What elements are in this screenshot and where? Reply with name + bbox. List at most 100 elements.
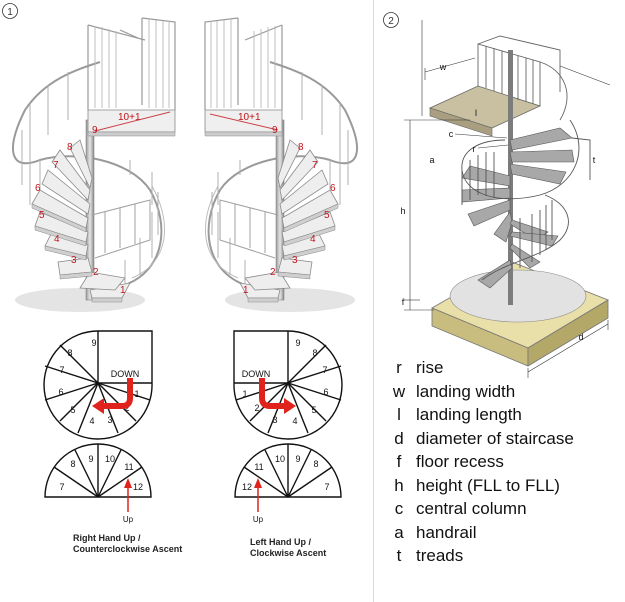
step-label-right: 4: [310, 234, 316, 245]
down-arrow-cw: [259, 378, 284, 409]
step-label-right: 9: [272, 125, 278, 136]
plan-step: 9: [91, 338, 96, 348]
step-label-right: 2: [270, 267, 276, 278]
handrail-left: [12, 61, 163, 286]
landing-label-left: 10+1: [118, 112, 141, 123]
half-step: 7: [59, 482, 64, 492]
legend-text: diameter of staircase: [416, 428, 574, 448]
dim-label-l: l: [475, 108, 477, 118]
step-label-left: 5: [39, 210, 45, 221]
plan-step: 4: [292, 416, 297, 426]
dim-label-c: c: [449, 129, 454, 139]
plan-step: 7: [322, 365, 327, 375]
upper-landing: [428, 85, 542, 129]
step-label-right: 6: [330, 183, 336, 194]
caption-ccw-line1: Right Hand Up /: [73, 533, 141, 543]
legend-symbol: h: [394, 475, 404, 495]
half-step: 10: [275, 454, 285, 464]
plan-step: 8: [312, 348, 317, 358]
down-label-ccw: DOWN: [111, 369, 140, 379]
panel-2-badge: 2: [383, 12, 399, 28]
half-step: 8: [70, 459, 75, 469]
up-label-ccw: Up: [123, 515, 134, 524]
handrail-right: [207, 61, 358, 286]
plan-step: 7: [59, 365, 64, 375]
plan-step: 3: [107, 415, 112, 425]
legend-text: handrail: [416, 522, 477, 542]
step-label-right: 8: [298, 142, 304, 153]
spiral-stair-right: 1 2 3 4 5 6 7 8 9 10+1: [204, 17, 358, 312]
plan-step: 5: [311, 405, 316, 415]
legend-item: d diameter of staircase: [388, 429, 620, 453]
panel-1-badge: 1: [2, 3, 18, 19]
dim-label-f: f: [402, 297, 405, 307]
plan-step: 9: [295, 338, 300, 348]
half-step: 12: [242, 482, 252, 492]
legend-item: f floor recess: [388, 452, 620, 476]
step-label-right: 5: [324, 210, 330, 221]
half-step: 7: [324, 482, 329, 492]
half-step: 10: [105, 454, 115, 464]
caption-counterclockwise: Right Hand Up / Counterclockwise Ascent: [73, 533, 182, 555]
caption-ccw-line2: Counterclockwise Ascent: [73, 544, 183, 554]
plan-step: 2: [254, 403, 259, 413]
down-label-cw: DOWN: [242, 369, 271, 379]
legend-symbol: d: [394, 428, 404, 448]
step-label-left: 2: [93, 267, 99, 278]
legend-text: height (FLL to FLL): [416, 475, 560, 495]
half-plan-cw: [234, 443, 342, 498]
legend-symbol: w: [392, 381, 406, 401]
plan-step: 3: [272, 415, 277, 425]
legend-symbol: l: [397, 405, 401, 424]
legend-text: treads: [416, 546, 464, 565]
step-label-right: 7: [312, 160, 318, 171]
step-label-left: 4: [54, 234, 60, 245]
legend-text: central column: [416, 499, 527, 518]
legend-item: a handrail: [388, 523, 620, 547]
step-label-right: 3: [292, 255, 298, 266]
down-arrow-ccw: [104, 378, 133, 409]
legend-symbol: a: [394, 522, 404, 542]
legend-symbol: t: [396, 546, 402, 565]
half-step: 11: [124, 462, 133, 472]
dim-label-h: h: [400, 206, 405, 216]
up-label-cw: Up: [253, 515, 264, 524]
panel-divider: [373, 0, 374, 602]
legend-text: rise: [416, 358, 444, 377]
plan-step: 8: [67, 348, 72, 358]
caption-clockwise: Left Hand Up / Clockwise Ascent: [250, 537, 326, 559]
plan-step: 6: [323, 387, 328, 397]
central-column-iso: [508, 50, 513, 305]
down-arrowhead-cw: [284, 398, 296, 414]
step-label-left: 8: [67, 142, 73, 153]
step-label-left: 1: [120, 285, 126, 296]
legend-symbol: c: [394, 499, 404, 518]
plan-step: 4: [89, 416, 94, 426]
plan-counterclockwise: [43, 330, 153, 498]
half-step: 8: [313, 459, 318, 469]
legend-item: h height (FLL to FLL): [388, 476, 620, 500]
step-label-right: 1: [243, 285, 249, 296]
legend-symbol: r: [396, 358, 402, 377]
legend-item: c central column: [388, 499, 620, 523]
half-step: 9: [88, 454, 93, 464]
plan-clockwise: [233, 330, 343, 498]
legend-symbol: f: [396, 452, 402, 471]
isometric-stair: w l c r a t h f d: [400, 20, 611, 378]
caption-cw-line2: Clockwise Ascent: [250, 548, 327, 558]
legend-text: floor recess: [416, 452, 504, 471]
step-label-left: 3: [71, 255, 77, 266]
up-arrowhead-ccw: [124, 478, 132, 488]
dim-label-a: a: [429, 155, 434, 165]
down-arrowhead-ccw: [92, 398, 104, 414]
half-step: 12: [133, 482, 143, 492]
landing-label-right: 10+1: [238, 112, 261, 123]
half-plan-ccw: [44, 443, 152, 498]
half-step: 11: [254, 462, 263, 472]
